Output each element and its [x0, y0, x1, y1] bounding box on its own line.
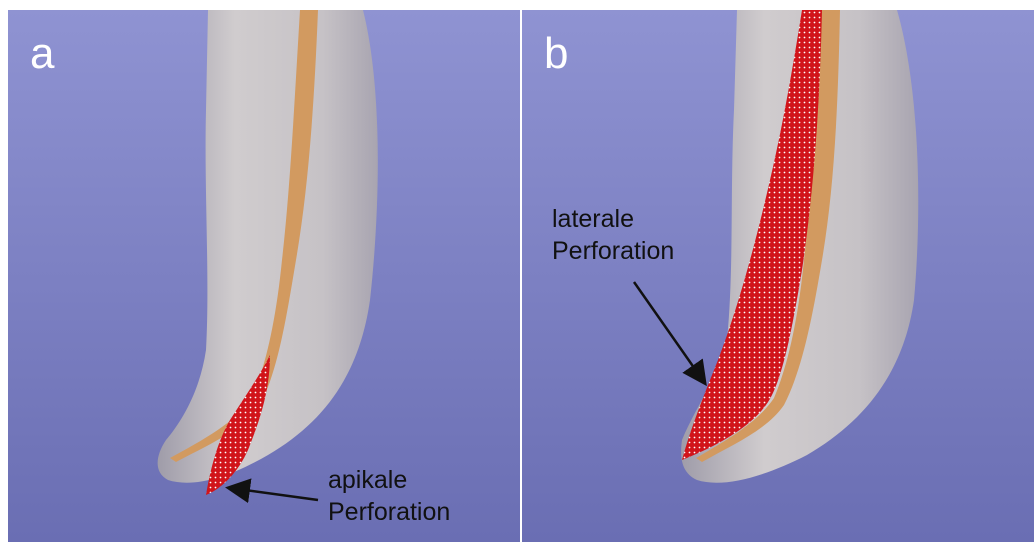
- panel-label: a: [30, 32, 54, 76]
- caption-line-1: laterale: [552, 203, 674, 235]
- caption-line-2: Perforation: [552, 235, 674, 267]
- tooth-render-a: [8, 10, 520, 542]
- tooth-render-b: [522, 10, 1034, 542]
- caption-line-1: apikale: [328, 464, 450, 496]
- caption-line-2: Perforation: [328, 496, 450, 528]
- annotation-apical-perforation: apikale Perforation: [328, 464, 450, 528]
- panel-label: b: [544, 32, 568, 76]
- panel-a: a apikale Perforation: [8, 10, 520, 542]
- panel-b: b laterale Perforation: [522, 10, 1034, 542]
- annotation-lateral-perforation: laterale Perforation: [552, 203, 674, 267]
